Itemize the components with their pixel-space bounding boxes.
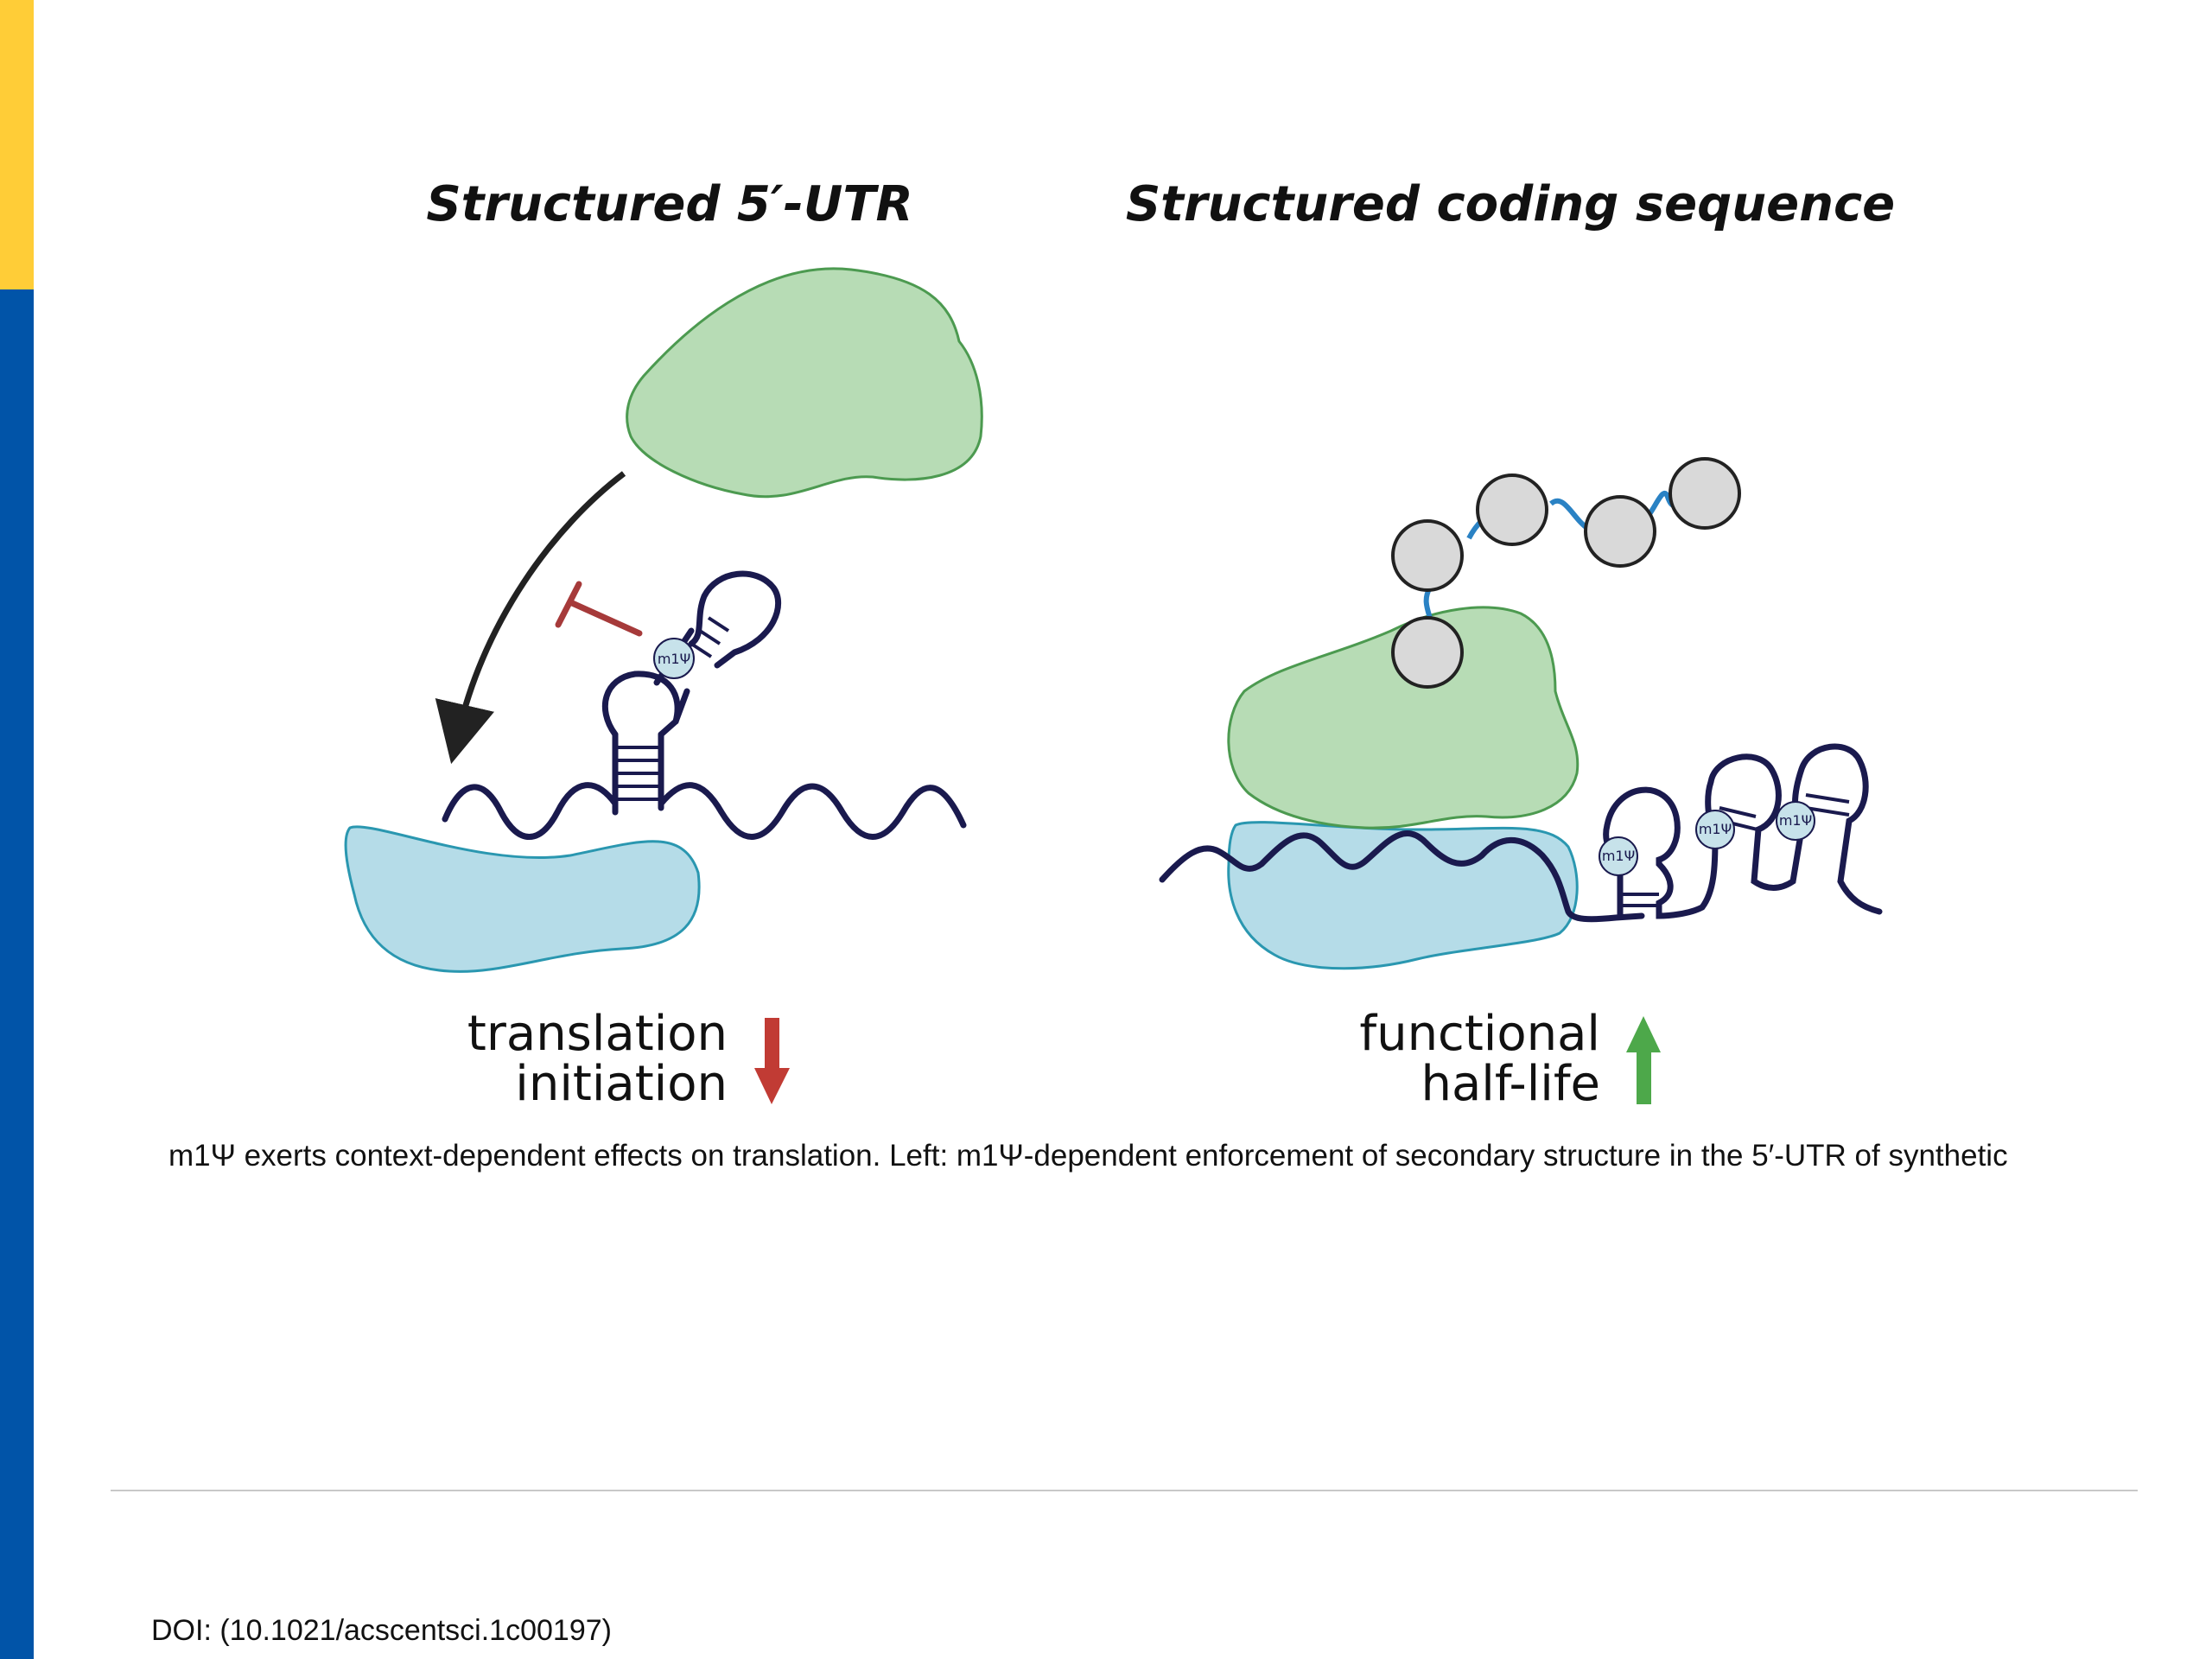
right-outcome-line2: half-life: [1421, 1056, 1600, 1112]
large-ribosome-subunit-left: [626, 267, 983, 499]
figure-diagram: Structured 5′-UTR: [344, 176, 1895, 1112]
accent-bar-blue: [0, 289, 34, 1659]
down-arrow-icon: [754, 1018, 790, 1104]
mrna-strand-right: [1159, 830, 1645, 923]
m1psi-label-left: m1Ψ: [658, 651, 690, 667]
up-arrow-icon: [1626, 1016, 1661, 1104]
small-ribosome-subunit-right: [1227, 821, 1579, 970]
accent-bar-yellow: [0, 0, 34, 289]
scanning-arrow: [435, 471, 626, 765]
right-panel-title: Structured coding sequence: [1126, 176, 1895, 232]
figure-caption: m1Ψ exerts context-dependent effects on …: [168, 1139, 2008, 1173]
m1psi-badge-left: m1Ψ: [653, 638, 695, 679]
m1psi-label-right-2: m1Ψ: [1699, 821, 1732, 837]
doi-text: DOI: (10.1021/acscentsci.1c00197): [151, 1614, 612, 1647]
small-ribosome-subunit-left: [344, 825, 701, 973]
m1psi-badges-right: m1Ψ m1Ψ m1Ψ: [1599, 801, 1815, 876]
right-outcome-line1: functional: [1359, 1006, 1600, 1062]
mrna-strand-left: [442, 782, 967, 840]
left-outcome-line2: initiation: [515, 1056, 728, 1112]
left-panel-title: Structured 5′-UTR: [426, 176, 912, 232]
left-outcome-line1: translation: [467, 1006, 728, 1062]
inhibition-symbol: [555, 581, 643, 637]
hairpin-rungs-right: [1620, 793, 1850, 907]
m1psi-label-right-1: m1Ψ: [1602, 848, 1635, 864]
divider: [111, 1490, 2138, 1491]
hairpin-rungs-left: [615, 616, 730, 801]
nascent-peptide: [1391, 457, 1741, 689]
cds-hairpins: [1603, 743, 1883, 919]
m1psi-label-right-3: m1Ψ: [1779, 812, 1812, 829]
